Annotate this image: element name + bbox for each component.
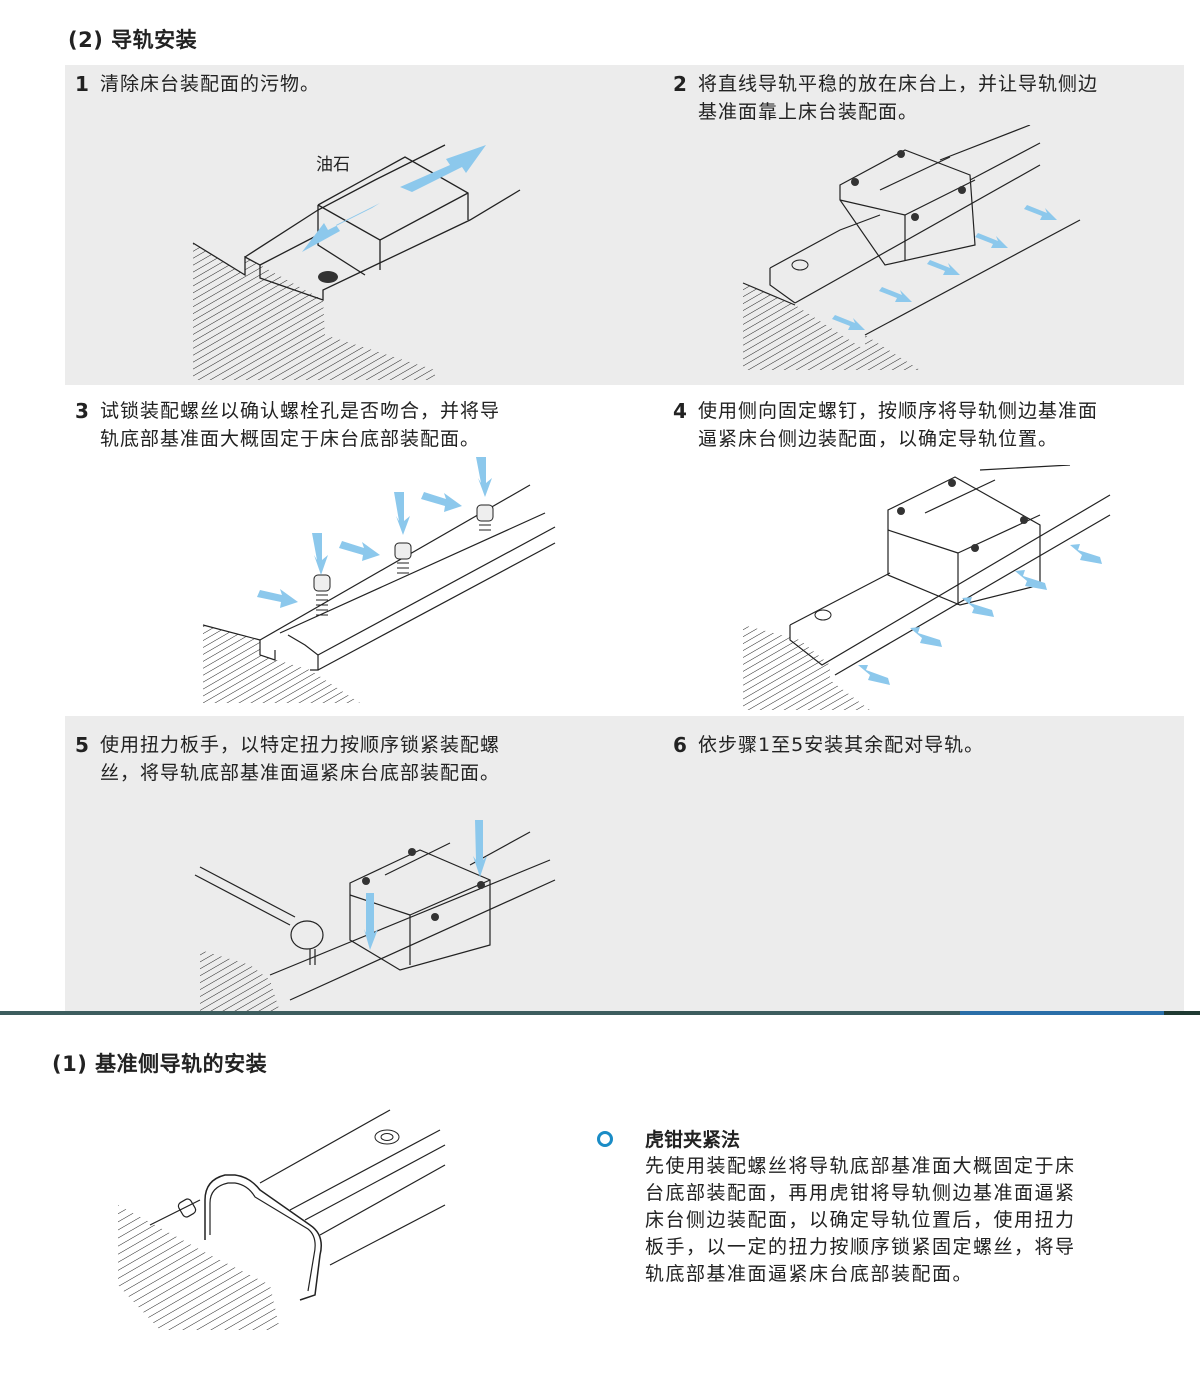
step-text: 试锁装配螺丝以确认螺栓孔是否吻合，并将导 轨底部基准面大概固定于床台底部装配面。 <box>100 400 501 450</box>
method-title: 虎钳夹紧法 <box>645 1129 741 1151</box>
illustration-step-3-bolts <box>200 455 570 710</box>
step-number: 4 <box>673 399 687 423</box>
step-number: 1 <box>75 72 89 96</box>
step-number: 3 <box>75 399 89 423</box>
step-number: 2 <box>673 72 687 96</box>
step-number: 6 <box>673 733 687 757</box>
step-text: 清除床台装配面的污物。 <box>100 73 321 95</box>
illustration-step-2-place-rail <box>740 125 1100 375</box>
step-text: 使用侧向固定螺钉，按顺序将导轨侧边基准面 逼紧床台侧边装配面，以确定导轨位置。 <box>698 400 1099 450</box>
method-description: 先使用装配螺丝将导轨底部基准面大概固定于床 台底部装配面，再用虎钳将导轨侧边基准… <box>645 1155 1076 1285</box>
section-title-install: (2) 导轨安装 <box>68 28 198 52</box>
illustration-vise-clamp <box>110 1105 480 1335</box>
step-number: 5 <box>75 733 89 757</box>
illustration-step-5-torque-wrench <box>190 815 570 1012</box>
section-divider <box>0 1011 1200 1015</box>
illustration-step-4-side-screws <box>740 465 1120 710</box>
step-text: 依步骤1至5安装其余配对导轨。 <box>698 734 985 756</box>
ring-bullet-icon <box>597 1131 613 1147</box>
step-row-3-panel <box>65 716 1184 1012</box>
illustration-step-1-oilstone <box>190 135 530 380</box>
oilstone-label: 油石 <box>316 155 350 175</box>
step-text: 将直线导轨平稳的放在床台上，并让导轨侧边 基准面靠上床台装配面。 <box>698 73 1099 123</box>
section-title-reference-rail: (1) 基准侧导轨的安装 <box>52 1052 268 1076</box>
step-text: 使用扭力板手，以特定扭力按顺序锁紧装配螺 丝，将导轨底部基准面逼紧床台底部装配面… <box>100 734 501 784</box>
